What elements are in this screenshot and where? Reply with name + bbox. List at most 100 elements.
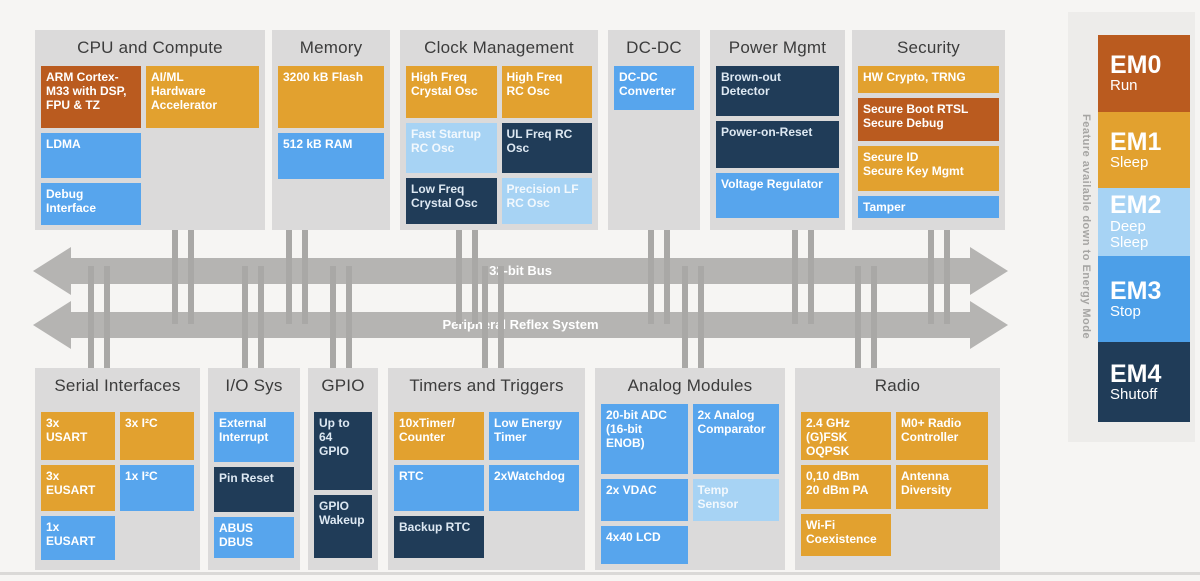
energy-mode-panel: Feature available down to Energy Mode EM… <box>1068 12 1195 442</box>
bus-label: Peripheral Reflex System <box>442 317 599 332</box>
block-vdac: 2x VDAC <box>601 479 688 521</box>
energy-mode-name: EM4 <box>1110 359 1162 388</box>
block-backup-rtc: Backup RTC <box>394 516 484 558</box>
energy-mode-name: EM3 <box>1110 276 1162 305</box>
block-eusart-3x: 3x EUSART <box>41 465 115 511</box>
block-ram: 512 kB RAM <box>278 133 384 179</box>
section-analog-modules: Analog Modules 20-bit ADC (16-bit ENOB) … <box>595 368 785 570</box>
block-power-on-reset: Power-on-Reset <box>716 121 839 168</box>
section-serial-interfaces: Serial Interfaces 3x USART 3x I²C 3x EUS… <box>35 368 200 570</box>
block-lf-crystal-osc: Low Freq Crystal Osc <box>406 178 497 224</box>
bus-connector <box>792 230 798 324</box>
section-cpu-and-compute: CPU and Compute ARM Cortex- M33 with DSP… <box>35 30 265 230</box>
section-title: Serial Interfaces <box>54 376 181 395</box>
bus-connector <box>258 266 264 368</box>
block-secure-boot: Secure Boot RTSL Secure Debug <box>858 98 999 141</box>
energy-mode-em1: EM1 Sleep <box>1098 112 1190 188</box>
energy-mode-state: Deep Sleep <box>1110 217 1149 252</box>
bus-label: 32-bit Bus <box>489 263 552 278</box>
section-title: Timers and Triggers <box>409 376 564 395</box>
block-low-energy-timer: Low Energy Timer <box>489 412 579 460</box>
energy-mode-em0: EM0 Run <box>1098 35 1190 112</box>
block-hf-rc-osc: High Freq RC Osc <box>501 66 592 118</box>
block-analog-comparator: 2x Analog Comparator <box>692 404 779 474</box>
block-lcd: 4x40 LCD <box>601 526 688 564</box>
arrow-left-icon <box>33 247 71 295</box>
block-antenna-diversity: Antenna Diversity <box>896 465 988 509</box>
bus-connector <box>472 230 478 324</box>
block-dcdc-converter: DC-DC Converter <box>614 66 694 110</box>
section-title: I/O Sys <box>225 376 283 395</box>
bus-connector <box>330 266 336 368</box>
block-aiml-accelerator: AI/ML Hardware Accelerator <box>146 66 259 128</box>
block-m0-radio-controller: M0+ Radio Controller <box>896 412 988 460</box>
block-tamper: Tamper <box>858 196 999 218</box>
arrow-left-icon <box>33 301 71 349</box>
block-pin-reset: Pin Reset <box>214 467 294 512</box>
bus-connector <box>648 230 654 324</box>
energy-mode-state: Sleep <box>1110 153 1149 171</box>
block-secure-id-key-mgmt: Secure ID Secure Key Mgmt <box>858 146 999 191</box>
bus-connector <box>302 230 308 324</box>
section-title: Analog Modules <box>627 376 753 395</box>
block-eusart-1x: 1x EUSART <box>41 516 115 560</box>
block-usart-3x: 3x USART <box>41 412 115 460</box>
block-gpio-wakeup: GPIO Wakeup <box>314 495 372 558</box>
bus-connector <box>172 230 178 324</box>
bus-connector <box>698 266 704 368</box>
section-memory: Memory 3200 kB Flash 512 kB RAM <box>272 30 390 230</box>
bus-connector <box>456 230 462 324</box>
section-security: Security HW Crypto, TRNG Secure Boot RTS… <box>852 30 1005 230</box>
energy-panel-caption: Feature available down to Energy Mode <box>1080 114 1092 340</box>
section-power-mgmt: Power Mgmt Brown-out Detector Power-on-R… <box>710 30 845 230</box>
energy-mode-name: EM0 <box>1110 51 1162 80</box>
bus-connector <box>682 266 688 368</box>
block-arm-cortex-m33: ARM Cortex- M33 with DSP, FPU & TZ <box>41 66 141 128</box>
section-timers-and-triggers: Timers and Triggers 10xTimer/ Counter Lo… <box>388 368 585 570</box>
block-external-interrupt: External Interrupt <box>214 412 294 462</box>
arrow-right-icon <box>970 247 1008 295</box>
bus-connector <box>188 230 194 324</box>
section-radio: Radio 2.4 GHz (G)FSK OQPSK M0+ Radio Con… <box>795 368 1000 570</box>
block-fast-startup-rc-osc: Fast Startup RC Osc <box>406 123 497 173</box>
block-gpio-count: Up to 64 GPIO <box>314 412 372 490</box>
block-brownout-detector: Brown-out Detector <box>716 66 839 116</box>
bus-connector <box>664 230 670 324</box>
block-timer-counter: 10xTimer/ Counter <box>394 412 484 460</box>
section-title: Clock Management <box>424 38 574 57</box>
bus-connector <box>808 230 814 324</box>
bus-connector <box>242 266 248 368</box>
energy-mode-name: EM2 <box>1110 191 1162 220</box>
block-abus-dbus: ABUS DBUS <box>214 517 294 558</box>
energy-mode-name: EM1 <box>1110 127 1162 156</box>
section-title: GPIO <box>321 376 365 395</box>
section-gpio: GPIO Up to 64 GPIO GPIO Wakeup <box>308 368 378 570</box>
block-hw-crypto-trng: HW Crypto, TRNG <box>858 66 999 93</box>
energy-mode-state: Shutoff <box>1110 385 1158 403</box>
section-dcdc: DC-DC DC-DC Converter <box>608 30 700 230</box>
energy-mode-em4: EM4 Shutoff <box>1098 342 1190 422</box>
section-title: Memory <box>299 38 363 57</box>
section-clock-management: Clock Management High Freq Crystal Osc H… <box>400 30 598 230</box>
section-title: DC-DC <box>626 38 682 57</box>
bus-connector <box>871 266 877 368</box>
block-voltage-regulator: Voltage Regulator <box>716 173 839 218</box>
block-wifi-coexistence: Wi-Fi Coexistence <box>801 514 891 556</box>
block-flash: 3200 kB Flash <box>278 66 384 128</box>
section-title: Radio <box>874 376 921 395</box>
block-temp-sensor: Temp Sensor <box>692 479 779 521</box>
bus-32bit: 32-bit Bus <box>33 247 1008 295</box>
bus-peripheral-reflex-system: Peripheral Reflex System <box>33 301 1008 349</box>
energy-mode-state: Run <box>1110 77 1138 95</box>
energy-mode-em2: EM2 Deep Sleep <box>1098 188 1190 256</box>
block-hf-crystal-osc: High Freq Crystal Osc <box>406 66 497 118</box>
bottom-divider <box>0 572 1200 575</box>
bus-connector <box>88 266 94 368</box>
section-title: Security <box>896 38 960 57</box>
block-adc: 20-bit ADC (16-bit ENOB) <box>601 404 688 474</box>
bus-connector <box>855 266 861 368</box>
energy-mode-state: Stop <box>1110 302 1141 320</box>
block-pa-output: 0,10 dBm 20 dBm PA <box>801 465 891 509</box>
block-rtc: RTC <box>394 465 484 511</box>
